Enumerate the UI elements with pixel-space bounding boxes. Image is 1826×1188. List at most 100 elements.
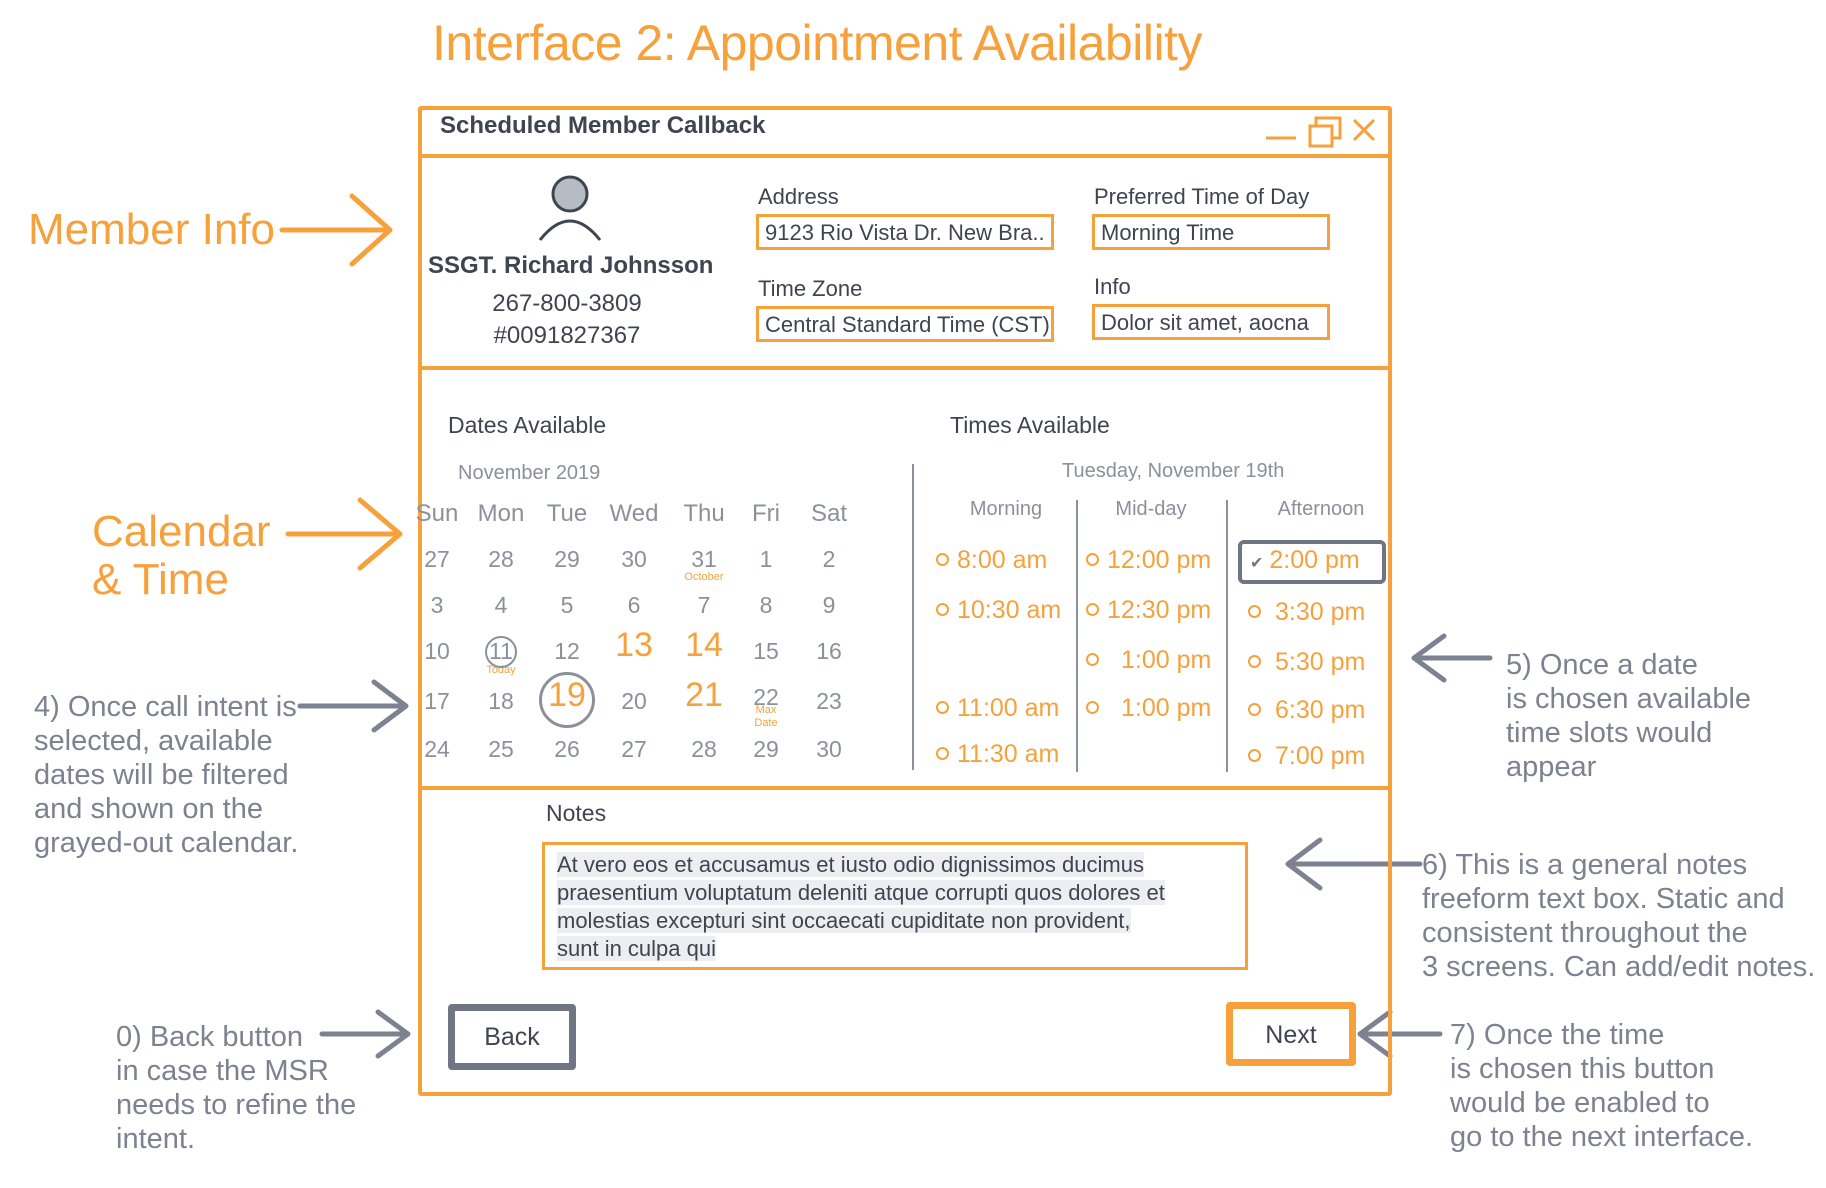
- calendar-day[interactable]: 22: [753, 684, 779, 710]
- radio-icon: [1086, 602, 1099, 616]
- time-slot-selected[interactable]: ✔ 2:00 pm: [1250, 546, 1360, 575]
- annotation-5-line: 5) Once a date: [1506, 649, 1698, 681]
- annotation-5-line: is chosen available: [1506, 683, 1752, 715]
- calendar-day[interactable]: 7: [697, 592, 711, 618]
- calendar-day[interactable]: 2: [822, 546, 836, 572]
- time-slot[interactable]: 7:00 pm: [1248, 742, 1365, 771]
- calendar-day[interactable]: 3: [430, 592, 444, 618]
- calendar-day[interactable]: 4: [494, 592, 508, 618]
- radio-icon: [1086, 652, 1099, 666]
- member-name: SSGT. Richard Johnsson: [428, 252, 714, 279]
- info-label: Info: [1094, 274, 1131, 299]
- preferred-time-label: Preferred Time of Day: [1094, 184, 1310, 209]
- calendar-day[interactable]: 31: [691, 546, 717, 572]
- back-button[interactable]: Back: [448, 1004, 576, 1070]
- time-slot[interactable]: 1:00 pm: [1086, 694, 1211, 723]
- annotation-4: 4) Once call intent is selected, availab…: [34, 690, 298, 860]
- time-slot[interactable]: 6:30 pm: [1248, 696, 1365, 725]
- calendar-day[interactable]: 15: [753, 638, 779, 664]
- radio-icon: [1086, 700, 1099, 714]
- period-morning: Morning: [969, 498, 1043, 520]
- annotation-0: 0) Back button in case the MSR needs to …: [116, 1020, 356, 1156]
- calendar-day[interactable]: 29: [753, 736, 779, 762]
- calendar-day[interactable]: 16: [816, 638, 842, 664]
- calendar-day-available[interactable]: 14: [685, 626, 723, 664]
- calendar-day-available[interactable]: 21: [685, 676, 723, 714]
- calendar-day[interactable]: 6: [627, 592, 641, 618]
- weekday-header: Sun: [415, 500, 459, 527]
- period-midday: Mid-day: [1115, 498, 1187, 520]
- midday-afternoon-divider: [1226, 500, 1228, 772]
- next-button[interactable]: Next: [1226, 1002, 1356, 1066]
- calendar-day[interactable]: 28: [488, 546, 514, 572]
- calendar-day-available[interactable]: 13: [615, 626, 653, 664]
- time-slot[interactable]: 11:00 am: [936, 694, 1059, 723]
- calendar-time-label: Calendar & Time: [92, 508, 271, 604]
- time-slot[interactable]: 5:30 pm: [1248, 648, 1365, 677]
- calendar-day[interactable]: 30: [816, 736, 842, 762]
- annotation-4-line: grayed-out calendar.: [34, 827, 299, 859]
- annotation-0-line: in case the MSR: [116, 1055, 329, 1087]
- member-divider: [418, 366, 1392, 370]
- calendar-day[interactable]: 23: [816, 688, 842, 714]
- time-slot[interactable]: 3:30 pm: [1248, 598, 1365, 627]
- calendar-arrow: [285, 497, 403, 571]
- calendar-day[interactable]: 9: [822, 592, 836, 618]
- time-slot[interactable]: 11:30 am: [936, 740, 1059, 769]
- notes-textarea[interactable]: At vero eos et accusamus et iusto odio d…: [542, 842, 1248, 970]
- dates-available-heading: Dates Available: [448, 412, 607, 438]
- today-ring: [485, 636, 517, 668]
- timezone-field[interactable]: Central Standard Time (CST): [756, 306, 1054, 342]
- selected-date: Tuesday, November 19th: [1062, 460, 1285, 482]
- radio-icon: [1248, 702, 1261, 716]
- calendar-day[interactable]: 28: [691, 736, 717, 762]
- time-slot[interactable]: 10:30 am: [936, 596, 1061, 625]
- member-info-arrow: [279, 193, 393, 267]
- radio-icon: [936, 746, 949, 760]
- info-field[interactable]: Dolor sit amet, aocna: [1092, 304, 1330, 340]
- time-slot[interactable]: 1:00 pm: [1086, 646, 1211, 675]
- address-field[interactable]: 9123 Rio Vista Dr. New Bra..: [756, 214, 1054, 250]
- weekday-header: Sat: [810, 500, 848, 527]
- calendar-day[interactable]: 26: [554, 736, 580, 762]
- calendar-day[interactable]: 12: [554, 638, 580, 664]
- calendar-day[interactable]: 8: [759, 592, 773, 618]
- calendar-day[interactable]: 30: [621, 546, 647, 572]
- time-slot-label: 3:30 pm: [1275, 598, 1366, 626]
- calendar-day[interactable]: 29: [554, 546, 580, 572]
- calendar-day[interactable]: 24: [424, 736, 450, 762]
- period-afternoon: Afternoon: [1277, 498, 1365, 520]
- calendar-time-label-line2: & Time: [92, 555, 229, 604]
- annotation-7-line: would be enabled to: [1450, 1087, 1710, 1119]
- restore-icon[interactable]: [1308, 116, 1342, 148]
- time-slot-label: 2:00 pm: [1269, 546, 1360, 574]
- calendar-day[interactable]: 17: [424, 688, 450, 714]
- time-slot[interactable]: 12:00 pm: [1086, 546, 1211, 575]
- calendar-times-divider: [912, 464, 914, 770]
- calendar-day[interactable]: 27: [424, 546, 450, 572]
- calendar-day[interactable]: 5: [560, 592, 574, 618]
- calendar-day[interactable]: 20: [621, 688, 647, 714]
- radio-icon: [936, 552, 949, 566]
- member-phone: 267-800-3809: [492, 290, 642, 317]
- radio-icon: [1248, 654, 1261, 668]
- time-slot-label: 5:30 pm: [1275, 648, 1366, 676]
- weekday-header: Mon: [477, 500, 525, 527]
- calendar-day[interactable]: 10: [424, 638, 450, 664]
- annotation-6-line: 6) This is a general notes: [1422, 849, 1748, 881]
- calendar-day[interactable]: 27: [621, 736, 647, 762]
- time-slot[interactable]: 12:30 pm: [1086, 596, 1211, 625]
- calendar-day[interactable]: 18: [488, 688, 514, 714]
- time-slot[interactable]: 8:00 am: [936, 546, 1047, 575]
- radio-icon: [1248, 748, 1261, 762]
- annotation-5-arrow: [1411, 633, 1493, 683]
- selected-time-slot-frame[interactable]: [1238, 540, 1386, 584]
- calendar-day[interactable]: 25: [488, 736, 514, 762]
- close-icon[interactable]: [1352, 118, 1376, 142]
- preferred-time-field[interactable]: Morning Time: [1092, 214, 1330, 250]
- calendar-day[interactable]: 1: [759, 546, 773, 572]
- time-slot-label: 11:30 am: [957, 740, 1060, 768]
- checkmark-icon: ✔: [1250, 555, 1264, 572]
- time-slot-label: 1:00 pm: [1121, 646, 1212, 674]
